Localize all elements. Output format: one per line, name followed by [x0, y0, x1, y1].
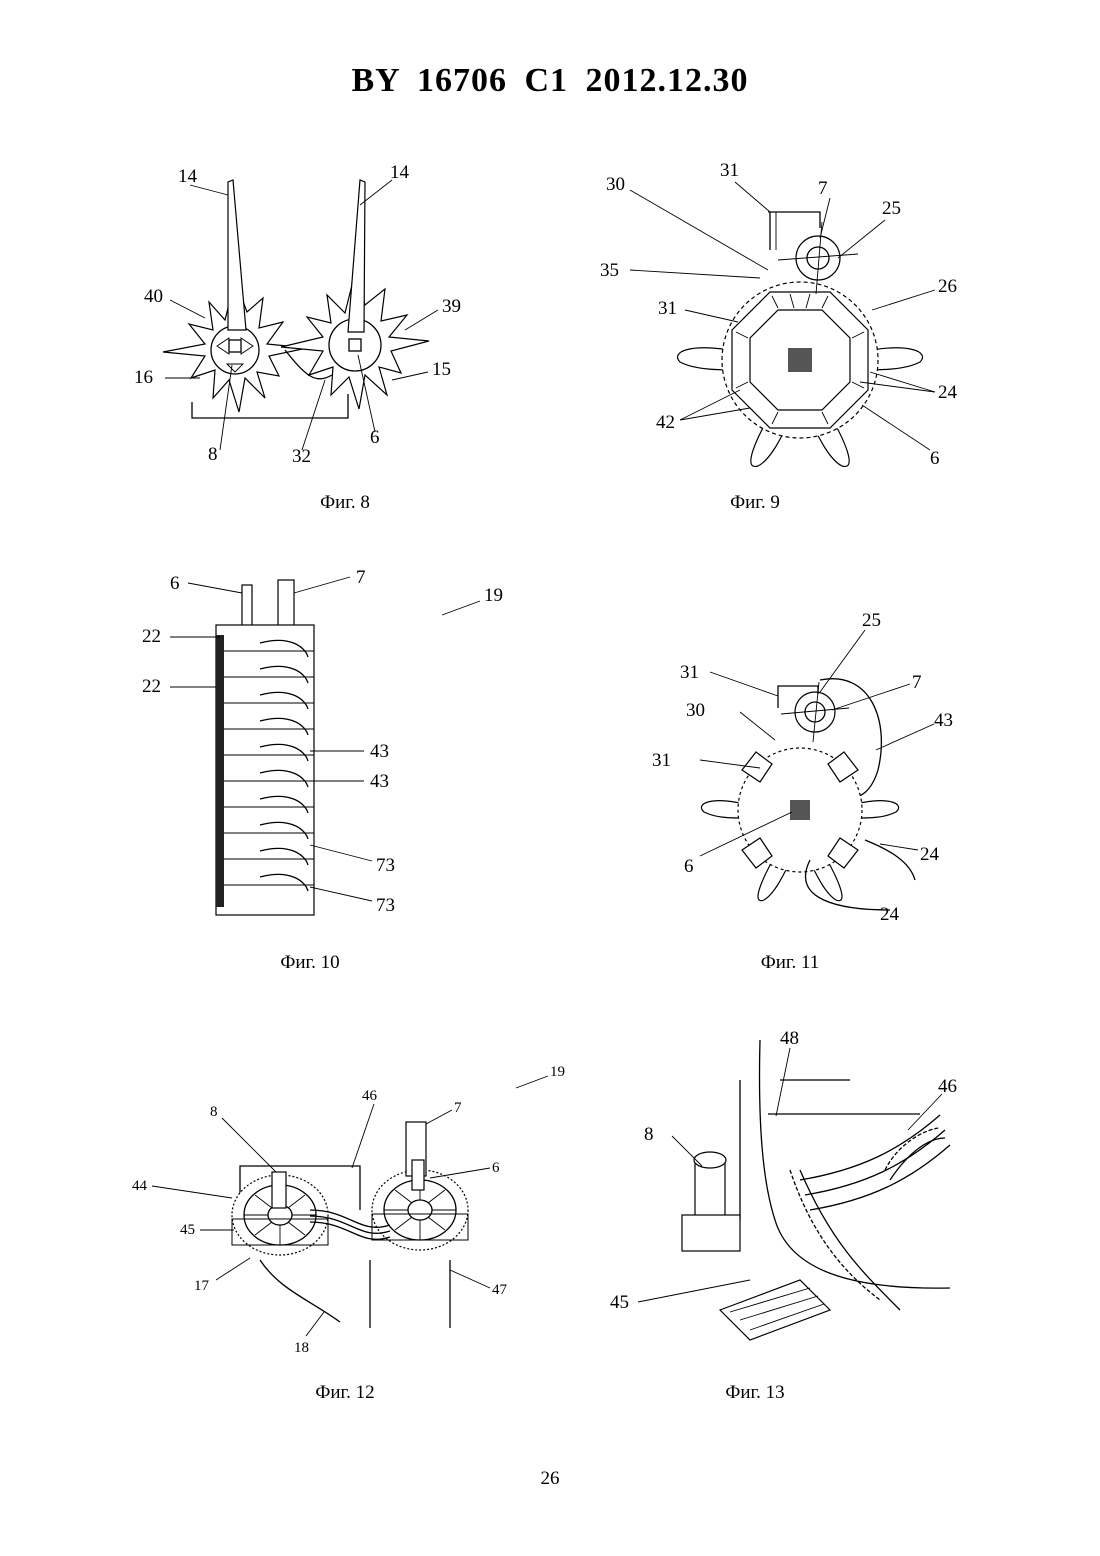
page-header: BY 16706 C1 2012.12.30 [0, 62, 1100, 100]
figure-12-label: 17 [194, 1278, 210, 1294]
figure-9-label: 31 [720, 160, 739, 181]
figure-8-label: 16 [134, 367, 153, 388]
figure-9-label: 30 [606, 174, 625, 195]
figure-11: 25 31 7 30 43 31 6 24 24 [640, 600, 980, 930]
figure-12-drawing: 19 46 8 7 44 6 45 17 47 18 [130, 1060, 580, 1360]
figure-9-label: 42 [656, 412, 675, 433]
figure-8-drawing: 14 14 40 39 16 15 8 32 6 [120, 150, 480, 480]
figure-10-label: 22 [142, 626, 161, 647]
figure-12-label: 6 [492, 1160, 500, 1176]
figure-10-label: 43 [370, 741, 389, 762]
figure-11-label: 31 [680, 662, 699, 683]
figure-8-label: 32 [292, 446, 311, 467]
figure-9-label: 35 [600, 260, 619, 281]
figure-13-label: 8 [644, 1124, 654, 1145]
figure-9-label: 26 [938, 276, 957, 297]
figure-9-label: 25 [882, 198, 901, 219]
figure-9-label: 31 [658, 298, 677, 319]
figure-12: 19 46 8 7 44 6 45 17 47 18 [130, 1060, 580, 1360]
figure-12-label: 45 [180, 1222, 195, 1238]
figure-8-label: 6 [370, 427, 380, 448]
figure-10-label: 43 [370, 771, 389, 792]
figure-9: 30 31 7 25 35 26 31 24 42 6 [590, 150, 980, 480]
figure-10-label: 73 [376, 855, 395, 876]
figure-10-label: 22 [142, 676, 161, 697]
figure-11-caption: Фиг. 11 [690, 952, 890, 974]
figure-12-label: 7 [454, 1100, 462, 1116]
figure-8-label: 40 [144, 286, 163, 307]
figure-13: 48 46 8 45 [600, 1020, 980, 1370]
figure-10-label: 19 [484, 585, 503, 606]
figure-13-label: 46 [938, 1076, 957, 1097]
figure-10: 6 7 19 22 22 43 43 73 73 [140, 565, 540, 935]
figure-10-label: 73 [376, 895, 395, 916]
figure-9-label: 24 [938, 382, 958, 403]
figure-12-label: 8 [210, 1104, 218, 1120]
figure-11-label: 25 [862, 610, 881, 631]
page-number: 26 [0, 1468, 1100, 1490]
figure-11-label: 31 [652, 750, 671, 771]
figure-11-label: 24 [920, 844, 940, 865]
figure-13-label: 48 [780, 1028, 799, 1049]
figure-12-label: 47 [492, 1282, 508, 1298]
figure-9-label: 7 [818, 178, 828, 199]
figure-13-label: 45 [610, 1292, 629, 1313]
figure-13-drawing: 48 46 8 45 [600, 1020, 980, 1370]
figure-10-label: 6 [170, 573, 180, 594]
figure-8: 14 14 40 39 16 15 8 32 6 [120, 150, 480, 480]
figure-12-label: 44 [132, 1178, 148, 1194]
figure-11-label: 30 [686, 700, 705, 721]
figure-12-label: 19 [550, 1064, 565, 1080]
figure-12-caption: Фиг. 12 [245, 1382, 445, 1404]
figure-12-label: 18 [294, 1340, 309, 1356]
figure-9-drawing: 30 31 7 25 35 26 31 24 42 6 [590, 150, 980, 480]
figure-8-label: 15 [432, 359, 451, 380]
figure-8-label: 14 [390, 162, 410, 183]
figure-8-label: 39 [442, 296, 461, 317]
figure-11-label: 43 [934, 710, 953, 731]
figure-10-drawing: 6 7 19 22 22 43 43 73 73 [140, 565, 540, 935]
figure-10-caption: Фиг. 10 [210, 952, 410, 974]
figure-9-label: 6 [930, 448, 940, 469]
figure-11-drawing: 25 31 7 30 43 31 6 24 24 [640, 600, 980, 930]
figure-8-label: 8 [208, 444, 218, 465]
figure-11-label: 7 [912, 672, 922, 693]
figure-8-label: 14 [178, 166, 198, 187]
figure-11-label: 6 [684, 856, 694, 877]
figure-8-caption: Фиг. 8 [245, 492, 445, 514]
figure-10-label: 7 [356, 567, 366, 588]
figure-11-label: 24 [880, 904, 900, 925]
figure-13-caption: Фиг. 13 [655, 1382, 855, 1404]
figure-9-caption: Фиг. 9 [655, 492, 855, 514]
figure-12-label: 46 [362, 1088, 378, 1104]
